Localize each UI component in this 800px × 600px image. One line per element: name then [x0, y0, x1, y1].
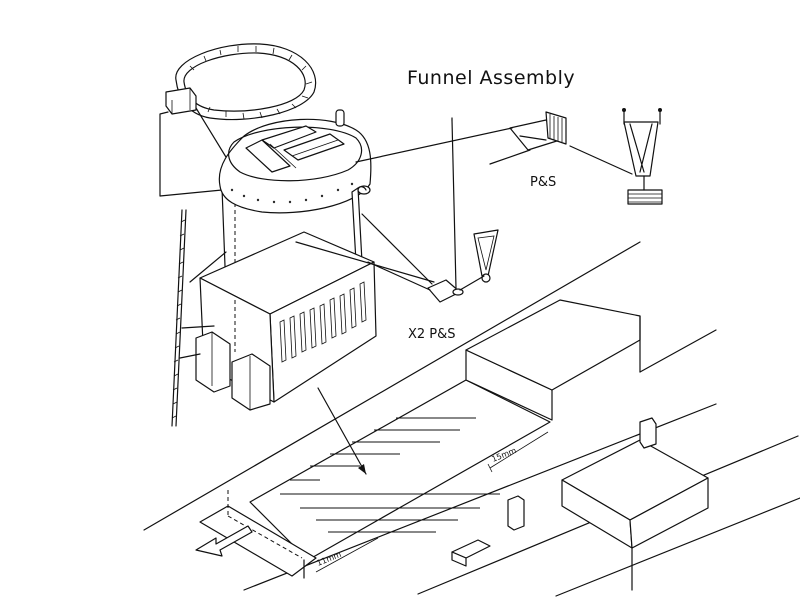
mast-line — [451, 119, 457, 289]
whistle-part — [509, 111, 567, 151]
ship-deck — [143, 241, 800, 597]
whistle-arrow — [489, 149, 531, 165]
small-frame-part — [473, 229, 499, 283]
funnel-base-housing — [195, 231, 377, 411]
funnel-cap-ring — [165, 43, 317, 121]
x2-part — [427, 279, 464, 303]
bracket-outline — [159, 111, 223, 197]
label-x2-ps: X2 P&S — [408, 327, 456, 342]
diagram-title: Funnel Assembly — [407, 67, 575, 89]
forward-arrow-icon — [195, 525, 253, 557]
placement-arrow — [317, 387, 367, 475]
label-top-right-ps: P&S — [530, 175, 556, 190]
ladder-part — [171, 209, 187, 427]
siren-part — [622, 108, 663, 205]
